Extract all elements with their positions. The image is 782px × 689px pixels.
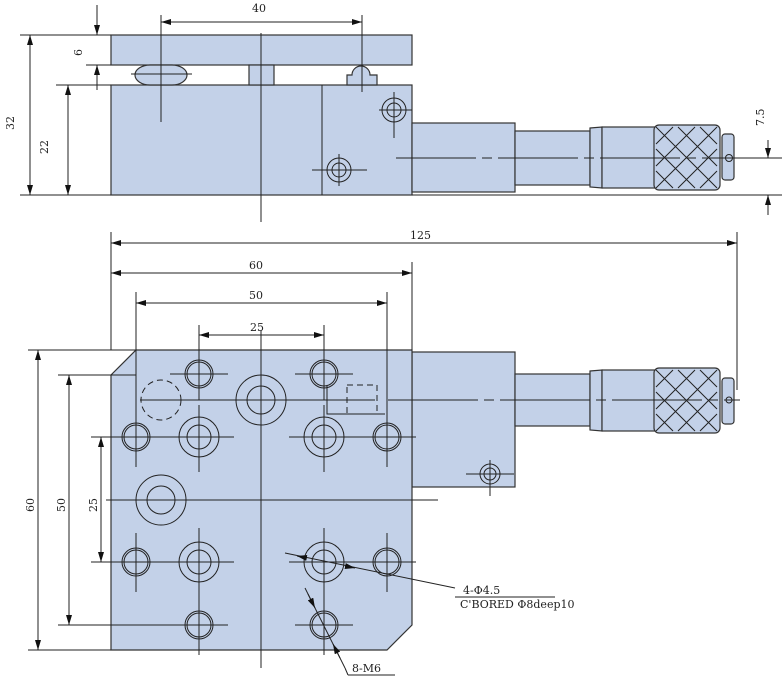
dim-7-5: 7.5	[754, 109, 767, 127]
counterbore-icon	[289, 528, 360, 595]
dim-60-vertical: 60	[24, 498, 37, 512]
dim-50-horizontal: 50	[249, 289, 263, 302]
dim-125: 125	[410, 229, 431, 242]
counterbore-icon	[163, 405, 234, 472]
dim-40: 40	[252, 2, 266, 15]
side-view: 40 32 22 6 7.5	[4, 2, 782, 222]
dim-25-vertical: 25	[87, 498, 100, 512]
counterbore-icon	[163, 528, 234, 595]
large-bore-icon	[135, 474, 187, 526]
micrometer-mount	[411, 351, 516, 488]
counterbored-holes	[163, 405, 360, 595]
plan-view: 125 60 50 25 60 50 25 4-Φ4.5 C'BORED Φ8d…	[24, 229, 740, 676]
thread-spec-label: 8-M6	[352, 662, 381, 675]
dim-50-vertical: 50	[55, 498, 68, 512]
screw-hole-icon	[312, 154, 367, 186]
micrometer-head	[388, 367, 740, 434]
dim-60-horizontal: 60	[249, 259, 263, 272]
hole-callout: 4-Φ4.5 C'BORED Φ8deep10	[284, 552, 575, 611]
lock-screw-icon	[466, 460, 514, 496]
hole-spec-label: 4-Φ4.5	[463, 584, 500, 597]
large-bore-icon	[235, 374, 287, 426]
dim-25-horizontal: 25	[250, 321, 264, 334]
dim-32: 32	[4, 116, 17, 130]
micrometer-head	[396, 122, 782, 196]
counterbore-icon	[289, 405, 360, 472]
dim-22: 22	[38, 140, 51, 154]
dim-6: 6	[72, 49, 85, 56]
thread-callout: 8-M6	[304, 587, 395, 676]
screw-hole-icon	[379, 92, 412, 138]
counterbore-spec-label: C'BORED Φ8deep10	[460, 598, 575, 611]
